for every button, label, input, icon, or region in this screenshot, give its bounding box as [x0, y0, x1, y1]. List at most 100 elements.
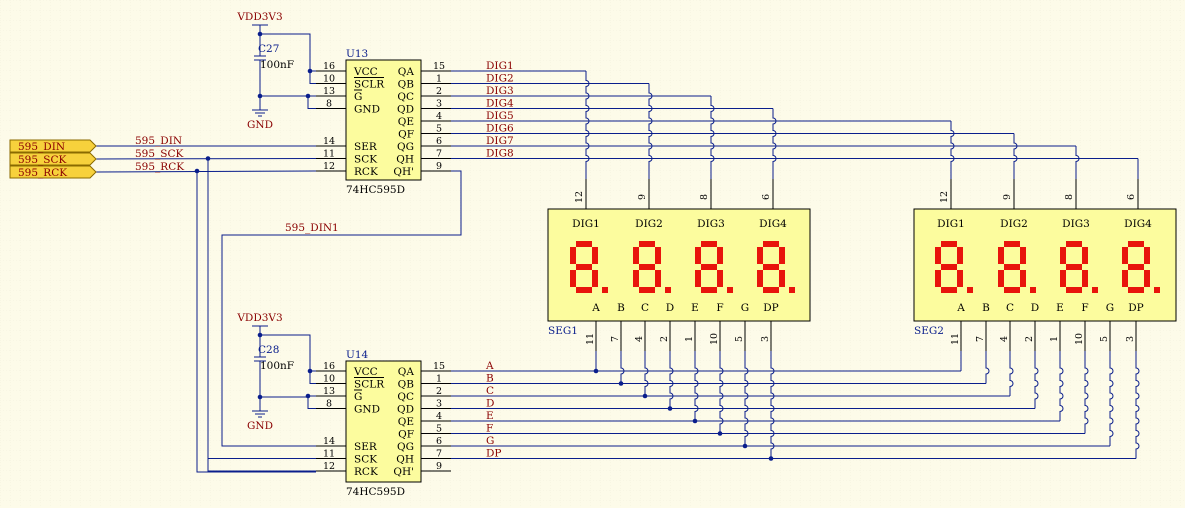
pin-name: SCK	[354, 154, 377, 166]
segment	[570, 270, 576, 287]
digit-label: DIG3	[1062, 218, 1090, 230]
segment	[570, 247, 576, 264]
port-shape	[9, 165, 97, 179]
digit-label: DIG4	[1124, 218, 1152, 230]
segment	[717, 247, 723, 264]
pin-number: 16	[323, 61, 335, 72]
segment-label: DP	[1128, 302, 1143, 314]
segment	[655, 247, 661, 264]
pin-number: 12	[323, 461, 335, 472]
pin-number: 2	[436, 86, 442, 97]
net-label: B	[486, 373, 494, 385]
net-label: DIG4	[486, 98, 514, 110]
segment	[998, 247, 1004, 264]
vdd-label: VDD3V3	[236, 11, 282, 23]
wire	[950, 121, 955, 179]
segment-label: B	[982, 302, 990, 314]
chip-ref: U14	[346, 349, 369, 361]
net-label: A	[485, 360, 494, 372]
segment-label: C	[641, 302, 649, 314]
pin-number: 14	[323, 436, 335, 447]
pin-number: 7	[610, 336, 621, 342]
port-label: 595_RCK	[18, 167, 67, 179]
junction-dot	[307, 68, 313, 74]
segment	[1128, 287, 1144, 293]
segment	[779, 247, 785, 264]
wire	[1135, 351, 1140, 459]
decimal-point	[1154, 287, 1160, 293]
pin-name: SER	[354, 441, 378, 453]
pin-number: 5	[734, 336, 745, 342]
net-label: DIG1	[486, 60, 514, 72]
decimal-point	[602, 287, 608, 293]
segment	[592, 270, 598, 287]
wire	[1109, 351, 1114, 446]
pin-name: QH	[396, 154, 414, 166]
junction-dot	[305, 393, 311, 399]
junction-dot	[618, 381, 624, 386]
pin-number: 7	[436, 149, 442, 160]
chip-part: 74HC595D	[346, 486, 405, 498]
segment	[1128, 241, 1144, 247]
decimal-point	[967, 287, 973, 293]
pin-number: 10	[1074, 333, 1085, 345]
segment-label: D	[1031, 302, 1039, 314]
net-label: G	[486, 435, 494, 447]
chip-ref: U13	[346, 48, 368, 60]
pin-number: 1	[684, 336, 695, 342]
wire	[1009, 351, 1014, 396]
net-label: E	[486, 410, 494, 422]
junction-dot	[692, 418, 698, 424]
components	[9, 59, 1177, 483]
segment	[633, 270, 639, 287]
gnd-label: GND	[247, 420, 273, 432]
pin-number: 8	[326, 399, 332, 410]
pin-name: QC	[397, 391, 414, 403]
pin-name: SCK	[354, 454, 377, 466]
pin-number: 3	[1125, 336, 1136, 342]
pin-number: 9	[1002, 194, 1013, 200]
port-net-label: 595_RCK	[135, 161, 184, 173]
net-label: DP	[486, 448, 501, 460]
net-label: DIG3	[486, 85, 514, 97]
segment	[935, 247, 941, 264]
junction-dot	[742, 443, 748, 449]
pin-number: 5	[436, 124, 442, 135]
pin-number: 8	[1064, 194, 1075, 200]
wire	[648, 83, 653, 179]
segment	[695, 247, 701, 264]
wire	[1075, 146, 1080, 179]
pin-number: 8	[699, 194, 710, 200]
segment	[1004, 287, 1020, 293]
cap-value: 100nF	[260, 59, 294, 71]
segment	[998, 270, 1004, 287]
segment-label: E	[691, 302, 699, 314]
pin-name: QA	[398, 366, 415, 378]
pin-number: 6	[436, 136, 442, 147]
wire	[207, 158, 316, 472]
segment	[1066, 241, 1082, 247]
net-label: D	[486, 398, 494, 410]
pin-name: RCK	[354, 466, 378, 478]
pin-number: 7	[975, 336, 986, 342]
pin-name: G	[354, 391, 362, 403]
display-ref: SEG1	[548, 325, 578, 337]
segment-label: D	[666, 302, 674, 314]
pin-name: SCLR	[354, 79, 385, 91]
decimal-point	[665, 287, 671, 293]
segment-label: F	[716, 302, 723, 314]
segment	[1020, 247, 1026, 264]
wire	[585, 71, 590, 179]
segment-label: E	[1056, 302, 1064, 314]
segment-label: C	[1006, 302, 1014, 314]
segment	[935, 270, 941, 287]
pin-name: QD	[397, 404, 414, 416]
wire	[221, 170, 462, 447]
segment-label: DP	[763, 302, 778, 314]
wire	[719, 351, 724, 434]
pin-number: 4	[436, 111, 442, 122]
segment	[592, 247, 598, 264]
chip-body	[345, 360, 422, 483]
